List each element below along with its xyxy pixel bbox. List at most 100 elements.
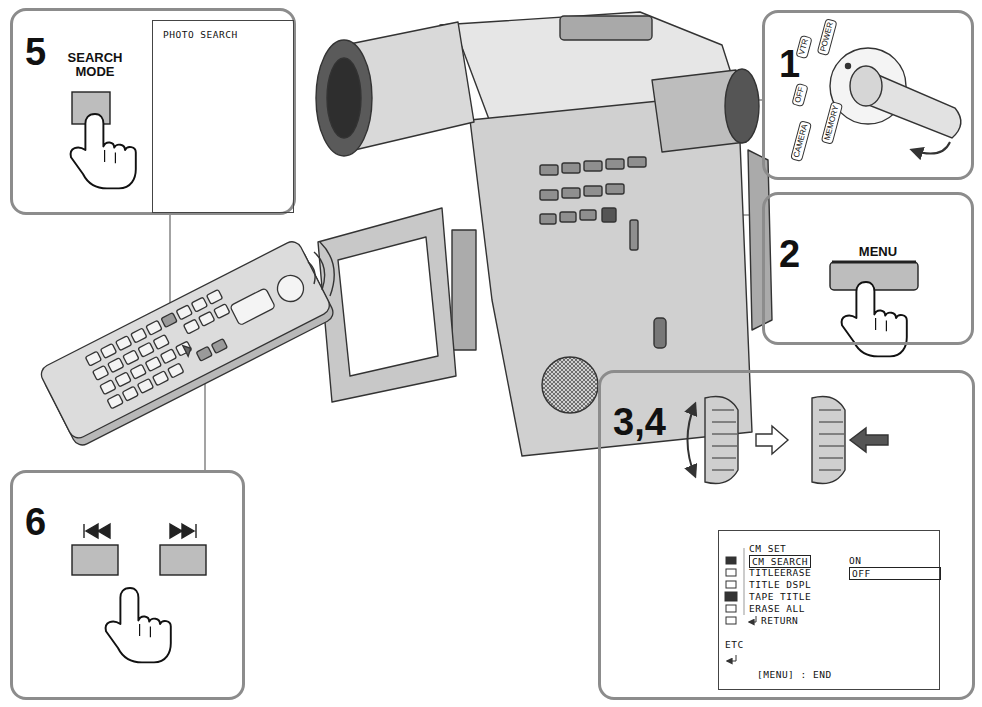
remote-button bbox=[137, 379, 153, 394]
switch-position: OFF bbox=[791, 83, 808, 107]
remote-button bbox=[123, 350, 139, 365]
menu-icon bbox=[726, 569, 736, 576]
rotate-arrow bbox=[912, 142, 950, 154]
return-icon bbox=[727, 655, 736, 661]
menu-item: ERASE ALL bbox=[749, 603, 805, 615]
dial-ridges bbox=[712, 410, 737, 470]
lens-glass bbox=[327, 58, 361, 138]
remote-button bbox=[116, 336, 132, 351]
remote-button bbox=[214, 304, 230, 319]
menu-icon bbox=[726, 617, 736, 624]
leader-line bbox=[169, 215, 171, 313]
dial-wheel bbox=[705, 397, 738, 484]
signal-arc bbox=[314, 252, 325, 290]
camera-button bbox=[540, 214, 556, 224]
remote-button bbox=[100, 343, 116, 358]
zoom-key bbox=[230, 288, 276, 326]
control-dial bbox=[654, 318, 666, 348]
step-panel: 5 SEARCH MODE PHOTO SEARCH bbox=[10, 8, 296, 215]
remote-button bbox=[176, 305, 192, 320]
lcd-screen bbox=[338, 237, 438, 376]
skip-keys bbox=[72, 524, 206, 575]
switch-position: CAMERA bbox=[790, 120, 812, 162]
camcorder bbox=[316, 12, 772, 456]
switch-position: VTR bbox=[795, 35, 812, 59]
menu-icon bbox=[726, 605, 736, 612]
remote-buttons bbox=[85, 254, 314, 409]
menu-screen: CM SETCM SEARCH ON TITLEERASE OFF TITLE DSPL… bbox=[718, 530, 940, 690]
skip-forward-button bbox=[211, 339, 227, 354]
skip-back-symbol bbox=[84, 524, 110, 538]
button-row bbox=[540, 157, 646, 250]
menu-icon bbox=[726, 581, 736, 588]
switch-mark bbox=[846, 64, 851, 69]
remote-button bbox=[93, 365, 109, 380]
camera-button bbox=[584, 161, 602, 171]
menu-item: CM SEARCH bbox=[749, 555, 811, 568]
remote-button bbox=[138, 342, 154, 357]
menu-value: ON bbox=[849, 555, 861, 567]
remote-button bbox=[153, 371, 169, 386]
button-label: MENU bbox=[833, 245, 923, 259]
menu-button bbox=[602, 208, 616, 222]
remote-button bbox=[130, 364, 146, 379]
camera-button bbox=[606, 159, 624, 169]
then-arrow bbox=[756, 426, 788, 454]
camera-button bbox=[560, 212, 576, 222]
button-label: SEARCH MODE bbox=[65, 51, 125, 80]
power-switch bbox=[830, 48, 961, 154]
screen-text: PHOTO SEARCH bbox=[163, 29, 238, 41]
remote-button bbox=[115, 372, 131, 387]
camera-button bbox=[628, 157, 646, 167]
remote-button bbox=[199, 311, 215, 326]
menu-icon-label: ETC bbox=[725, 639, 744, 651]
menu-value: OFF bbox=[849, 567, 941, 580]
pressing-hand bbox=[71, 114, 136, 188]
grip-strap bbox=[748, 150, 772, 330]
remote-button bbox=[206, 289, 222, 304]
remote-button bbox=[100, 380, 116, 395]
round-key bbox=[273, 271, 308, 306]
dial-wheel bbox=[812, 397, 845, 484]
step-panel: 1VTRPOWEROFFCAMERAMEMORY bbox=[762, 10, 974, 180]
remote-button bbox=[122, 386, 138, 401]
remote-button bbox=[107, 394, 123, 409]
remote-button bbox=[183, 319, 199, 334]
remote-button bbox=[191, 297, 207, 312]
camera-button bbox=[562, 163, 580, 173]
camera-button bbox=[540, 165, 558, 175]
remote-button bbox=[131, 328, 147, 343]
return-icon bbox=[749, 616, 756, 622]
camera-button bbox=[580, 210, 596, 220]
remote-button bbox=[85, 351, 101, 366]
camera-button bbox=[562, 188, 580, 198]
press-arrow bbox=[850, 428, 888, 452]
skip-back-button bbox=[196, 346, 212, 361]
camera-button bbox=[540, 190, 558, 200]
lcd-panel bbox=[318, 208, 456, 402]
slide-switch bbox=[630, 220, 638, 250]
step-panel: 3,4CM SETCM SEARCHONTITLEERASEOFFTITLE D… bbox=[598, 370, 975, 700]
menu-item: TITLE DSPL bbox=[749, 579, 811, 591]
remote-body bbox=[38, 238, 333, 441]
pressing-hand bbox=[106, 588, 171, 662]
eyepiece bbox=[725, 69, 759, 143]
menu-title: CM SET bbox=[749, 543, 786, 555]
step-number: 5 bbox=[25, 33, 46, 71]
camera-button bbox=[606, 184, 624, 194]
menu-item: TAPE TITLE bbox=[749, 591, 811, 603]
menu-item: TITLEERASE bbox=[749, 567, 811, 579]
switch-knob bbox=[850, 66, 882, 106]
speaker bbox=[542, 357, 598, 413]
play-key bbox=[183, 343, 194, 356]
step-panel: 2 MENU bbox=[762, 192, 974, 345]
dial-ridges bbox=[819, 410, 844, 470]
menu-icon bbox=[725, 592, 737, 601]
switch-position: POWER bbox=[817, 18, 838, 56]
turn-arrow bbox=[688, 404, 696, 476]
step-number: 6 bbox=[25, 503, 46, 541]
signal-waves bbox=[308, 242, 334, 296]
switch-position: MEMORY bbox=[821, 101, 843, 145]
step-number: 2 bbox=[779, 235, 800, 273]
skip-forward-key bbox=[160, 545, 206, 575]
